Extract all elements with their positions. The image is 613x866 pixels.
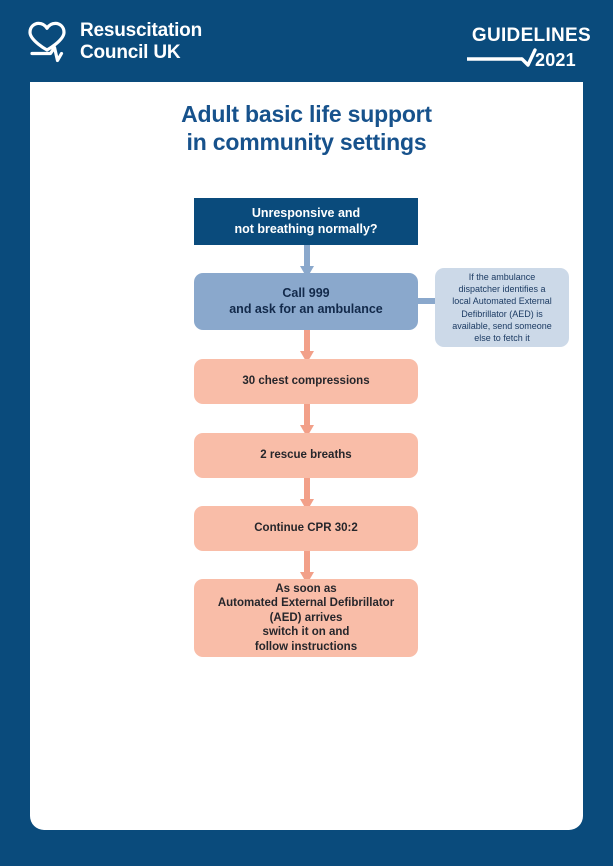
content-sheet: Adult basic life support in community se…: [30, 82, 583, 830]
guidelines-label: GUIDELINES: [471, 25, 591, 46]
flow-node-unresponsive: Unresponsive and not breathing normally?: [194, 198, 418, 245]
flow-node-call-999: Call 999 and ask for an ambulance: [194, 273, 418, 330]
flow-node-aed-note: If the ambulance dispatcher identifies a…: [435, 268, 569, 347]
arrow-breaths-to-continue: [300, 478, 314, 512]
flowchart: Unresponsive and not breathing normally?…: [30, 82, 583, 830]
arrow-compressions-to-breaths: [300, 404, 314, 438]
brand-lockup: Resuscitation Council UK: [24, 20, 202, 64]
arrow-unresponsive-to-call: [300, 245, 314, 279]
flow-node-aed-arrives: As soon as Automated External Defibrilla…: [194, 579, 418, 657]
page-title: Adult basic life support in community se…: [181, 101, 432, 156]
arrow-call-to-compressions: [300, 330, 314, 364]
svg-text:2021: 2021: [535, 50, 576, 68]
flow-node-compressions: 30 chest compressions: [194, 359, 418, 404]
guidelines-year-mark: 2021: [467, 48, 576, 70]
header-bar: Resuscitation Council UK GUIDELINES 2021: [0, 0, 613, 82]
heart-ecg-icon: [24, 20, 70, 64]
brand-name: Resuscitation Council UK: [80, 20, 202, 64]
flow-node-continue-cpr: Continue CPR 30:2: [194, 506, 418, 551]
guidelines-badge: GUIDELINES 2021: [465, 26, 591, 73]
flow-node-breaths: 2 rescue breaths: [194, 433, 418, 478]
arrow-continue-to-aed: [300, 551, 314, 585]
